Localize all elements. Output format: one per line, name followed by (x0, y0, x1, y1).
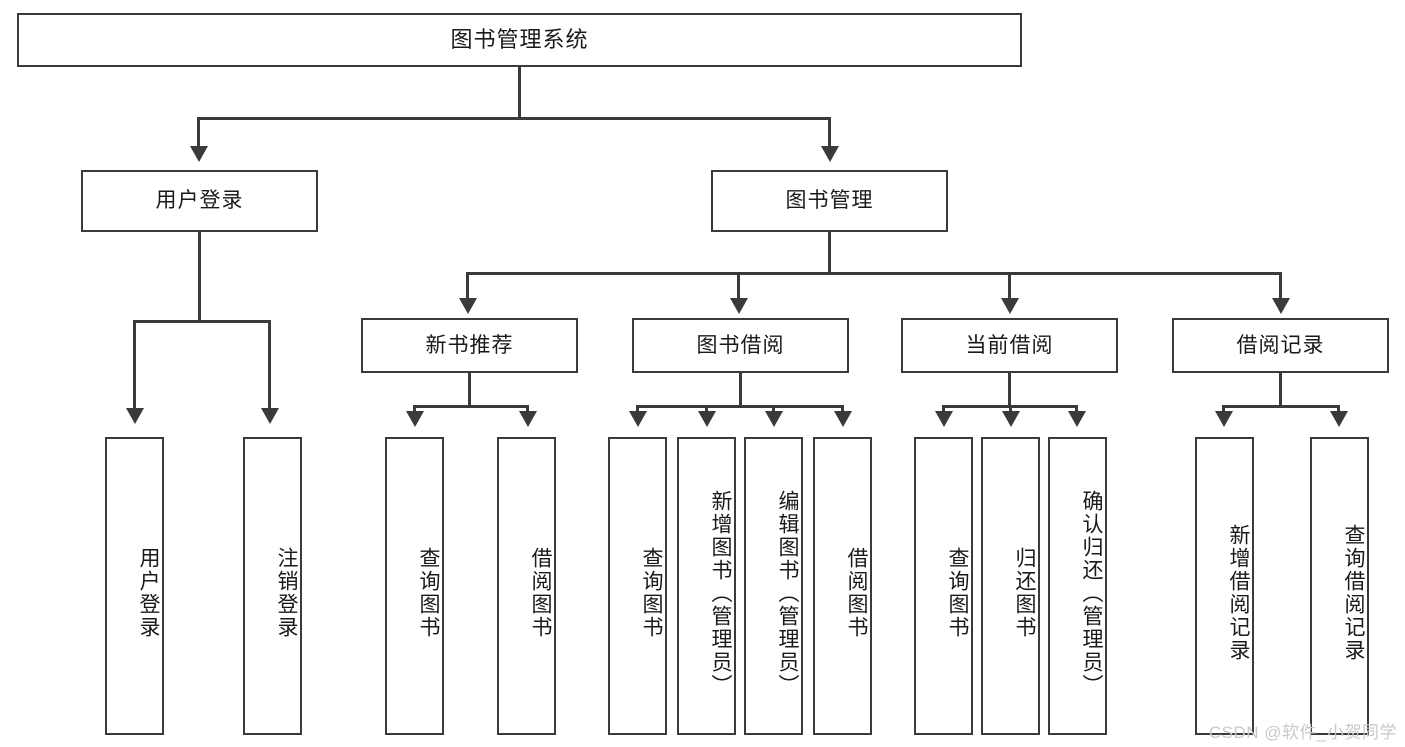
edge-book-borrow-bus (636, 405, 844, 408)
leaf-record-query-borrow-record[interactable]: 查询借阅记录 (1310, 437, 1369, 735)
leaf-logout-login[interactable]: 注销登录 (243, 437, 302, 735)
leaf-current-query-book[interactable]: 查询图书 (914, 437, 973, 735)
edge-root-stem (518, 67, 521, 117)
edge-book-borrow-to-leaf-4 (841, 405, 844, 414)
edge-borrow-record-to-leaf-1 (1222, 405, 1225, 414)
edge-user-login-bus (133, 320, 270, 323)
edge-book-management-stem (828, 232, 831, 272)
edge-borrow-record-stem (1279, 373, 1282, 405)
edge-user-login-to-leaf-2 (268, 320, 271, 411)
leaf-current-return-book[interactable]: 归还图书 (981, 437, 1040, 735)
edge-book-borrow-to-leaf-3 (772, 405, 775, 414)
leaf-recommend-borrow-book[interactable]: 借阅图书 (497, 437, 556, 735)
edge-new-book-recommend-to-leaf-2 (526, 405, 529, 414)
arrow-to-new-book-recommend (459, 298, 477, 314)
arrow-book-borrow-to-leaf-2 (698, 411, 716, 427)
node-current-borrow[interactable]: 当前借阅 (901, 318, 1118, 373)
node-new-book-recommend[interactable]: 新书推荐 (361, 318, 578, 373)
arrow-new-book-recommend-to-leaf-1 (406, 411, 424, 427)
leaf-borrow-query-book[interactable]: 查询图书 (608, 437, 667, 735)
edge-current-borrow-to-leaf-1 (942, 405, 945, 414)
leaf-current-confirm-return-admin[interactable]: 确认归还（管理员） (1048, 437, 1107, 735)
arrow-root-to-book-management (821, 146, 839, 162)
edge-current-borrow-stem (1008, 373, 1011, 405)
edge-book-borrow-stem (739, 373, 742, 405)
edge-root-to-user-login (197, 117, 200, 149)
arrow-current-borrow-to-leaf-3 (1068, 411, 1086, 427)
arrow-book-borrow-to-leaf-1 (629, 411, 647, 427)
node-borrow-record[interactable]: 借阅记录 (1172, 318, 1389, 373)
arrow-borrow-record-to-leaf-1 (1215, 411, 1233, 427)
edge-root-to-book-management (828, 117, 831, 149)
edge-to-book-borrow (737, 272, 740, 301)
arrow-to-borrow-record (1272, 298, 1290, 314)
edge-book-borrow-to-leaf-2 (705, 405, 708, 414)
edge-current-borrow-to-leaf-2 (1009, 405, 1012, 414)
node-book-borrow[interactable]: 图书借阅 (632, 318, 849, 373)
leaf-user-login[interactable]: 用户登录 (105, 437, 164, 735)
edge-current-borrow-to-leaf-3 (1075, 405, 1078, 414)
leaf-borrow-add-book-admin[interactable]: 新增图书（管理员） (677, 437, 736, 735)
leaf-borrow-borrow-book[interactable]: 借阅图书 (813, 437, 872, 735)
edge-new-book-recommend-bus (413, 405, 529, 408)
edge-borrow-record-to-leaf-2 (1337, 405, 1340, 414)
arrow-to-current-borrow (1001, 298, 1019, 314)
edge-new-book-recommend-stem (468, 373, 471, 405)
arrow-current-borrow-to-leaf-1 (935, 411, 953, 427)
leaf-borrow-edit-book-admin[interactable]: 编辑图书（管理员） (744, 437, 803, 735)
edge-user-login-to-leaf-1 (133, 320, 136, 411)
edge-level3-bus (466, 272, 1282, 275)
edge-root-bus (197, 117, 831, 120)
node-root-book-management-system[interactable]: 图书管理系统 (17, 13, 1022, 67)
edge-to-borrow-record (1279, 272, 1282, 301)
leaf-record-add-borrow-record[interactable]: 新增借阅记录 (1195, 437, 1254, 735)
edge-book-borrow-to-leaf-1 (636, 405, 639, 414)
edge-user-login-stem (198, 232, 201, 320)
arrow-root-to-user-login (190, 146, 208, 162)
arrow-book-borrow-to-leaf-3 (765, 411, 783, 427)
arrow-current-borrow-to-leaf-2 (1002, 411, 1020, 427)
arrow-book-borrow-to-leaf-4 (834, 411, 852, 427)
edge-to-current-borrow (1008, 272, 1011, 301)
arrow-to-book-borrow (730, 298, 748, 314)
leaf-recommend-query-book[interactable]: 查询图书 (385, 437, 444, 735)
arrow-borrow-record-to-leaf-2 (1330, 411, 1348, 427)
node-user-login[interactable]: 用户登录 (81, 170, 318, 232)
arrow-user-login-to-leaf-2 (261, 408, 279, 424)
edge-to-new-book-recommend (466, 272, 469, 301)
node-book-management[interactable]: 图书管理 (711, 170, 948, 232)
arrow-new-book-recommend-to-leaf-2 (519, 411, 537, 427)
edge-new-book-recommend-to-leaf-1 (413, 405, 416, 414)
edge-borrow-record-bus (1222, 405, 1340, 408)
arrow-user-login-to-leaf-1 (126, 408, 144, 424)
